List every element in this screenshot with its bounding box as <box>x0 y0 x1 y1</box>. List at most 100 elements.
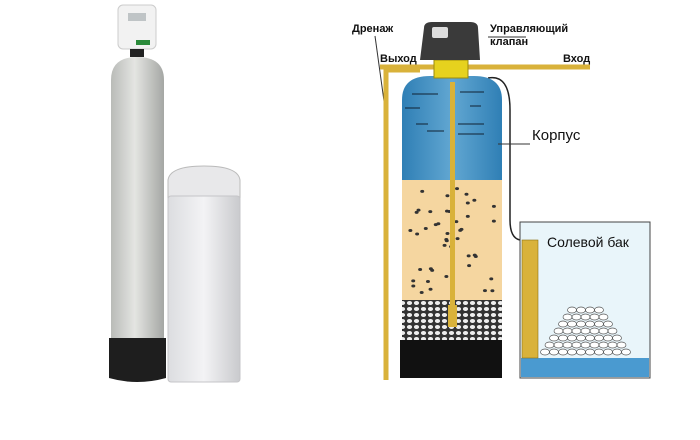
tank-base <box>400 340 502 378</box>
salt-pellet <box>607 327 618 335</box>
drain-pipe <box>383 67 420 380</box>
resin-granule <box>467 264 472 268</box>
salt-pellet <box>594 348 604 356</box>
salt-pellet <box>562 327 573 335</box>
salt-pellet <box>544 341 555 349</box>
resin-granule <box>423 227 428 231</box>
salt-pellet <box>540 348 550 356</box>
resin-granule <box>466 254 471 258</box>
salt-pellet <box>553 327 564 335</box>
salt-pellet <box>558 348 568 356</box>
salt-pellet <box>621 348 631 356</box>
resin-granule <box>414 210 419 214</box>
resin-granule <box>444 238 449 242</box>
resin-granule <box>455 237 460 241</box>
salt-pellet <box>576 306 586 314</box>
salt-pellet <box>594 320 604 328</box>
resin-granule <box>472 253 477 257</box>
brine-tank <box>519 221 651 379</box>
resin-granule <box>459 227 464 231</box>
valve-display <box>432 27 448 38</box>
water-ripples <box>405 91 484 135</box>
salt-pellet <box>603 320 613 328</box>
resin-granule <box>465 201 470 205</box>
valve-neck <box>433 59 469 79</box>
label-brine-tank: Солевой бак <box>547 234 629 250</box>
salt-pellet <box>549 348 559 356</box>
resin-granule <box>464 192 469 196</box>
resin-granule <box>489 277 494 281</box>
salt-pellet <box>589 313 600 321</box>
salt-pellet <box>594 306 604 314</box>
salt-pellet <box>607 341 618 349</box>
salt-pellet <box>567 320 577 328</box>
resin-granule <box>428 210 433 214</box>
resin-granule <box>408 229 413 233</box>
label-drain: Дренаж <box>352 23 394 35</box>
resin-granule <box>445 231 450 235</box>
salt-pellet <box>576 348 586 356</box>
resin-granule <box>491 204 496 208</box>
salt-pellet <box>567 334 577 342</box>
salt-pellet <box>589 327 600 335</box>
salt-pellet <box>616 341 627 349</box>
resin-granule <box>455 187 460 191</box>
salt-pellet <box>576 334 586 342</box>
resin-granule <box>416 208 421 212</box>
salt-pellet <box>589 341 600 349</box>
salt-pellet <box>562 313 573 321</box>
label-inlet: Вход <box>563 53 591 65</box>
salt-pellet <box>576 320 586 328</box>
label-control-valve-1: Управляющий <box>490 23 569 35</box>
label-outlet: Выход <box>380 53 417 65</box>
resin-granule <box>444 275 449 279</box>
salt-pellet <box>612 334 622 342</box>
brine-cabinet-photo <box>167 165 241 383</box>
salt-pellet <box>585 306 595 314</box>
salt-pellet <box>603 334 613 342</box>
resin-granule <box>411 279 416 283</box>
resin-granule <box>445 194 450 198</box>
resin-granule <box>411 284 416 288</box>
salt-pellet <box>598 313 609 321</box>
salt-pellet <box>612 348 622 356</box>
brine-well-pipe <box>521 239 539 359</box>
salt-pellet <box>585 334 595 342</box>
resin-granule <box>433 223 438 227</box>
label-control-valve-2: клапан <box>490 36 529 48</box>
salt-pellet <box>549 334 559 342</box>
resin-granule <box>425 279 430 283</box>
salt-pellet <box>571 313 582 321</box>
salt-pellet <box>598 341 609 349</box>
softener-tank <box>400 22 502 378</box>
resin-granule <box>465 214 470 218</box>
label-body: Корпус <box>532 127 581 144</box>
salt-pellet <box>580 341 591 349</box>
salt-pellet <box>567 348 577 356</box>
resin-granule <box>490 289 495 293</box>
resin-granule <box>419 290 424 294</box>
resin-granule <box>472 198 477 202</box>
salt-pellet <box>603 348 613 356</box>
resin-granule <box>491 219 496 223</box>
control-valve <box>420 22 480 60</box>
resin-granule <box>415 232 420 236</box>
salt-pellet <box>571 327 582 335</box>
resin-granule <box>428 267 433 271</box>
resin-granule <box>454 220 459 224</box>
resin-granule <box>418 267 423 271</box>
salt-pellet <box>580 327 591 335</box>
salt-pellet <box>585 320 595 328</box>
brine-hose <box>487 76 521 241</box>
distributor <box>448 305 457 327</box>
salt-pellet <box>585 348 595 356</box>
salt-pellet <box>567 306 577 314</box>
salt-pellet <box>562 341 573 349</box>
salt-pellets <box>540 306 631 356</box>
brine-water <box>521 358 649 377</box>
resin-granule <box>482 289 487 293</box>
salt-pellet <box>558 320 568 328</box>
salt-pellet <box>580 313 591 321</box>
